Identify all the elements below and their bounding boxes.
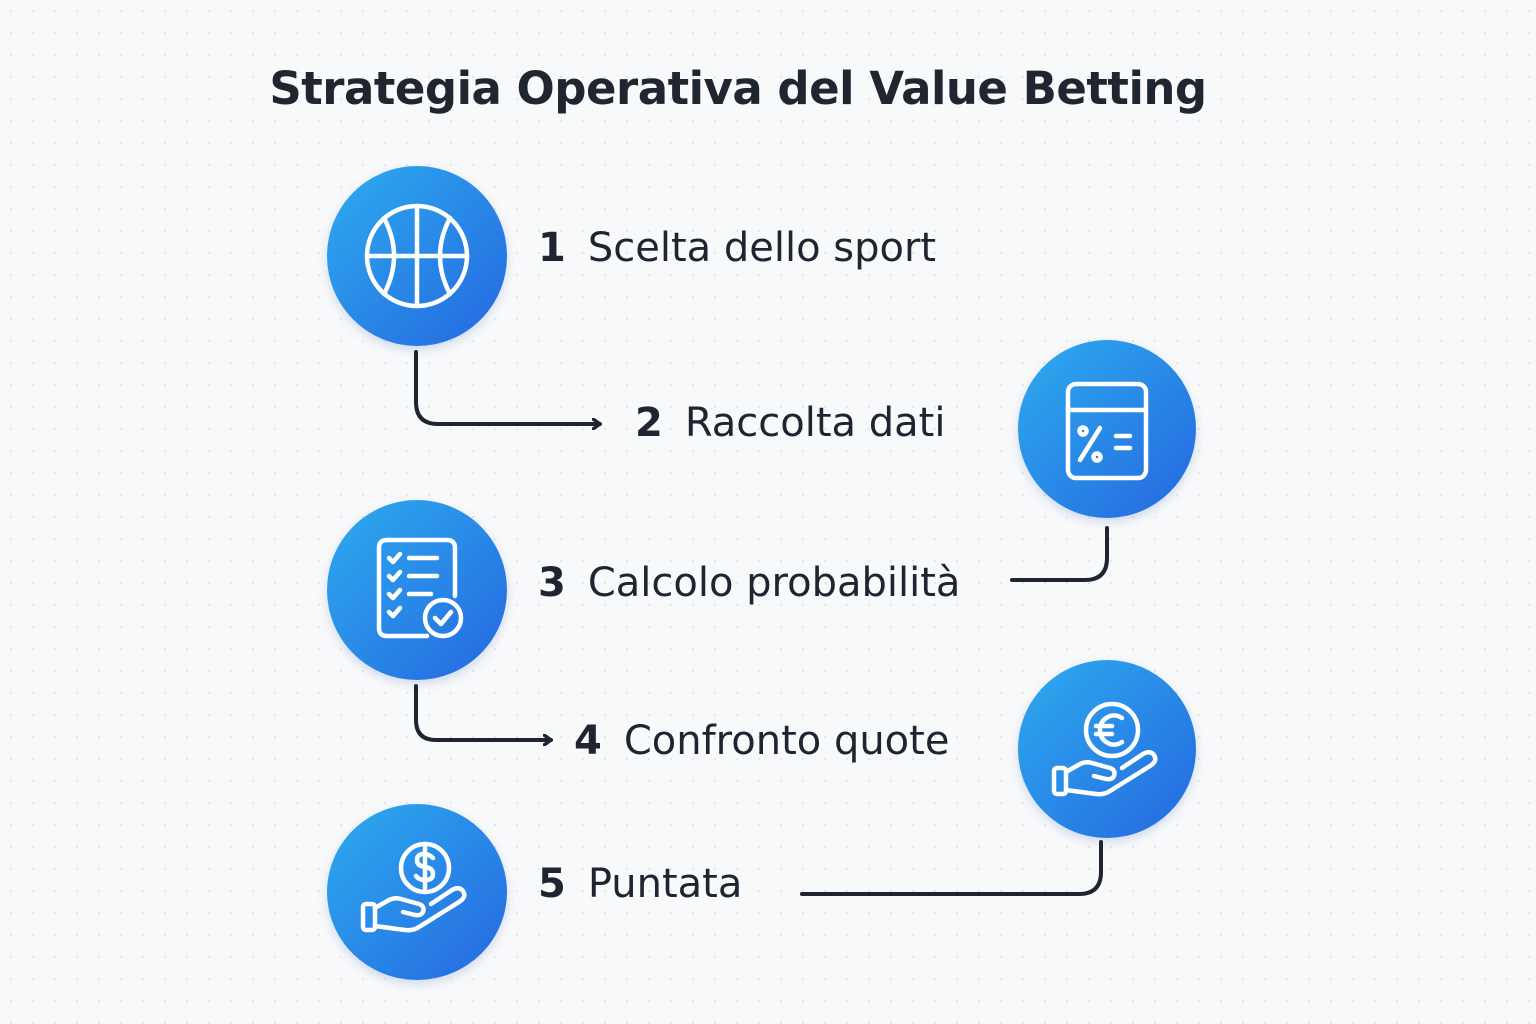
step-2-number: 2: [635, 400, 663, 446]
connector-1-to-2: [414, 350, 602, 424]
connector-4-to-5: [800, 840, 1103, 896]
step-4-number: 4: [574, 718, 602, 764]
step-2-text: Raccolta dati: [684, 400, 946, 446]
step-1-number: 1: [538, 225, 566, 271]
hand-dollar-coin-icon: [360, 841, 467, 933]
step-3-circle: [327, 500, 507, 680]
step-4-text: Confronto quote: [623, 718, 950, 764]
step-1-label: 1 Scelta dello sport: [538, 228, 936, 268]
step-3-label: 3 Calcolo probabilità: [538, 563, 960, 603]
step-5-text: Puntata: [587, 861, 743, 907]
basketball-icon: [364, 203, 470, 309]
step-3-number: 3: [538, 560, 566, 606]
page-title: Strategia Operativa del Value Betting: [269, 62, 1207, 115]
checklist-document-icon: [376, 537, 464, 639]
connector-3-to-4: [414, 684, 553, 740]
step-5-label: 5 Puntata: [538, 864, 742, 904]
step-2-circle: [1018, 340, 1196, 518]
step-4-label: 4 Confronto quote: [574, 721, 949, 761]
step-2-label: 2 Raccolta dati: [635, 403, 945, 443]
step-1-circle: [327, 166, 507, 346]
calculator-percent-icon: [1065, 381, 1149, 481]
step-3-text: Calcolo probabilità: [587, 560, 961, 606]
step-4-circle: [1018, 660, 1196, 838]
connector-2-to-3: [1010, 526, 1109, 582]
hand-euro-coin-icon: [1051, 701, 1158, 797]
step-1-text: Scelta dello sport: [587, 225, 937, 271]
step-5-circle: [327, 804, 507, 980]
step-5-number: 5: [538, 861, 566, 907]
